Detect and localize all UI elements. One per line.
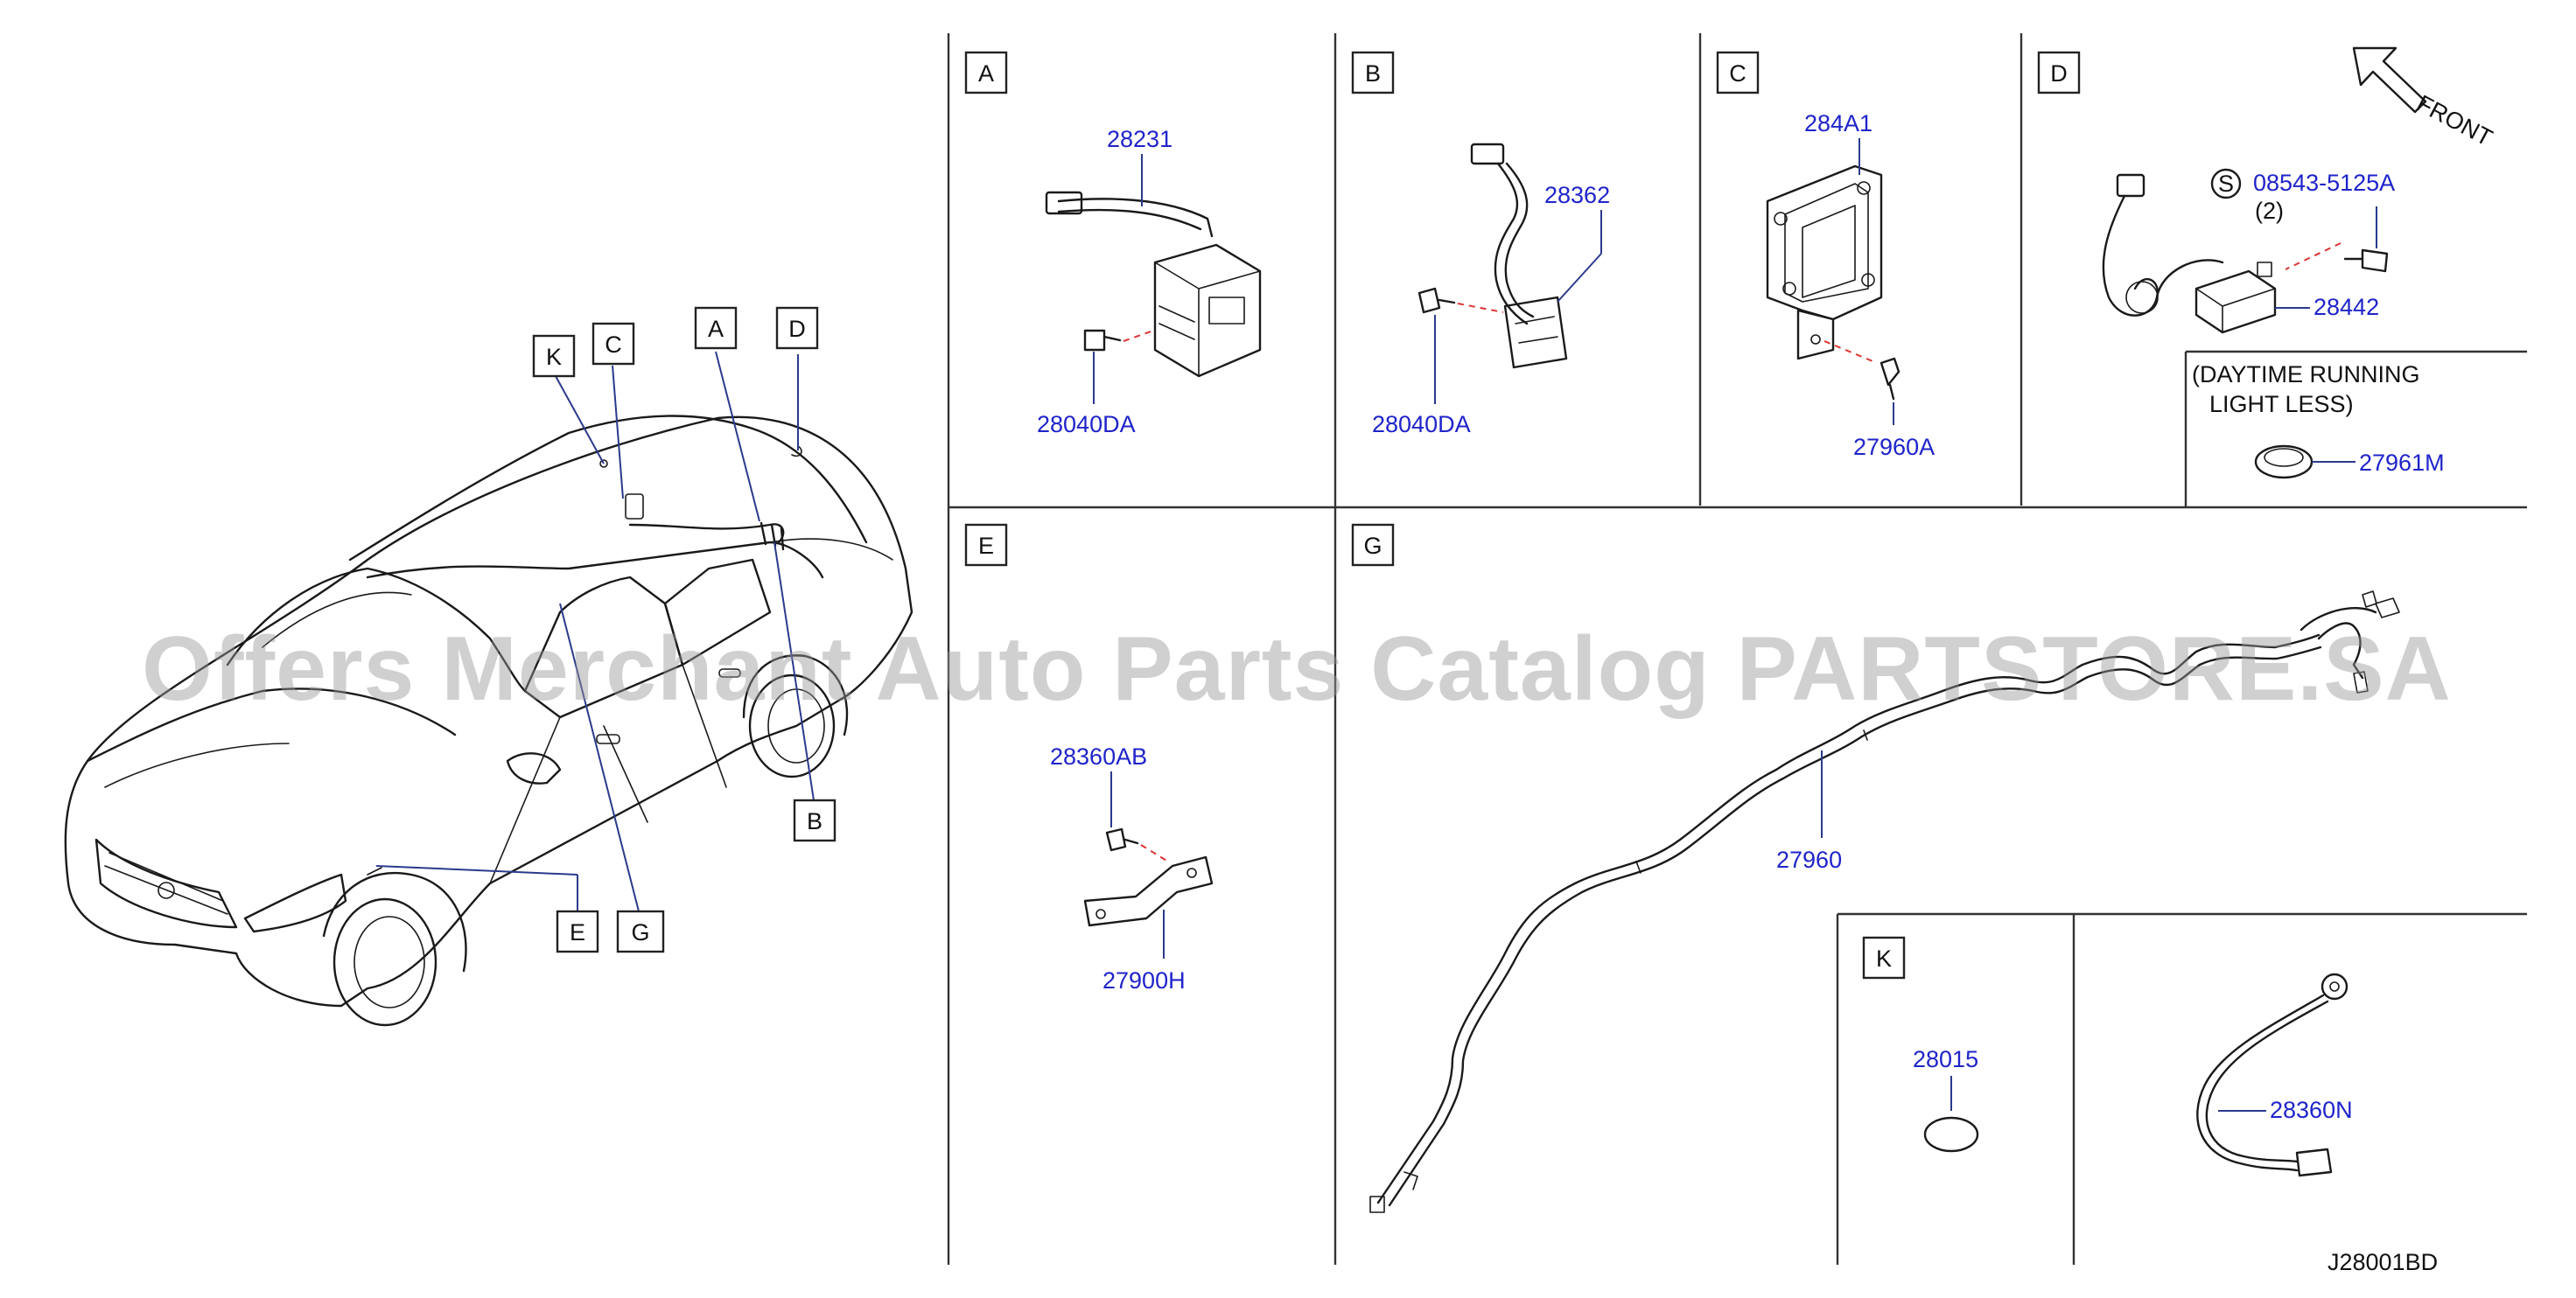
svg-text:27961M: 27961M [2359, 450, 2445, 476]
svg-text:E: E [570, 919, 585, 946]
svg-text:28015: 28015 [1913, 1046, 1978, 1072]
svg-text:A: A [708, 316, 724, 342]
svg-text:S: S [2218, 171, 2234, 197]
callout-e: E [556, 910, 599, 953]
section-a: A 28231 28040DA [964, 51, 1262, 437]
svg-text:28231: 28231 [1107, 126, 1172, 152]
svg-text:E: E [978, 533, 994, 559]
callout-d: D [775, 306, 819, 350]
callout-b: B [793, 799, 836, 842]
svg-text:D: D [2050, 60, 2068, 87]
svg-text:G: G [631, 919, 649, 946]
callout-c: C [592, 322, 635, 366]
svg-text:27960: 27960 [1776, 847, 1842, 873]
svg-text:K: K [546, 344, 562, 370]
svg-text:B: B [807, 808, 822, 834]
svg-text:K: K [1876, 946, 1892, 972]
svg-text:LIGHT LESS): LIGHT LESS) [2209, 391, 2354, 417]
svg-text:FRONT: FRONT [2412, 90, 2496, 151]
svg-text:G: G [1363, 533, 1382, 559]
svg-text:27960A: 27960A [1853, 434, 1935, 460]
svg-text:284A1: 284A1 [1804, 110, 1872, 136]
section-grid [947, 33, 2527, 1265]
callout-g: G [616, 910, 665, 953]
svg-text:(DAYTIME RUNNING: (DAYTIME RUNNING [2192, 361, 2420, 387]
car-callouts: K C A D B E G [532, 306, 836, 953]
svg-text:(2): (2) [2255, 198, 2284, 224]
svg-text:27900H: 27900H [1102, 967, 1186, 994]
svg-text:28362: 28362 [1544, 182, 1610, 208]
car-overview-drawing [64, 415, 914, 1027]
svg-text:08543-5125A: 08543-5125A [2253, 170, 2395, 196]
watermark: Offers Merchant Auto Parts Catalog PARTS… [142, 618, 2452, 720]
callout-k: K [532, 334, 576, 378]
section-c: C 284A1 27960A [1716, 51, 1935, 460]
section-k: K 28015 28360N [1862, 936, 2353, 1177]
section-g: G 27960 [1351, 523, 2400, 1213]
section-e: E 28360AB 27900H [964, 523, 1214, 994]
callout-a: A [694, 306, 738, 350]
section-b: B 28362 28040DA [1351, 51, 1610, 437]
svg-text:B: B [1365, 60, 1381, 87]
front-arrow-icon [2352, 46, 2427, 114]
svg-text:C: C [1729, 60, 1746, 87]
svg-text:28040DA: 28040DA [1372, 411, 1471, 437]
svg-text:28040DA: 28040DA [1037, 411, 1136, 437]
section-d: D FRONT S 08543-5125A (2) 28442 (DAYTIME… [2037, 46, 2496, 479]
svg-text:C: C [605, 331, 622, 358]
car-leader-lines [375, 351, 815, 912]
svg-text:28360AB: 28360AB [1050, 743, 1147, 770]
svg-text:28442: 28442 [2314, 294, 2379, 320]
svg-text:A: A [978, 60, 994, 87]
svg-text:D: D [788, 316, 806, 342]
diagram-code: J28001BD [2328, 1249, 2438, 1275]
svg-text:28360N: 28360N [2270, 1097, 2353, 1123]
